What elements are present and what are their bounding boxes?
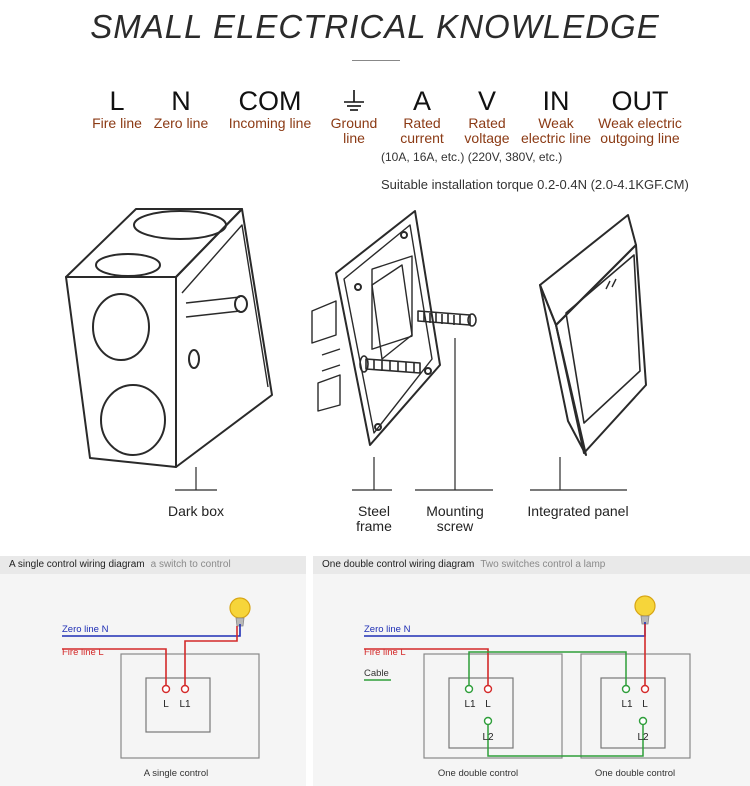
right-terminal-l1-label: L1 xyxy=(621,699,633,710)
symbol-fire-line: L Fire line xyxy=(92,86,142,131)
bulb-icon xyxy=(634,595,656,625)
panel-heading: One double control wiring diagram xyxy=(322,559,475,570)
symbol-desc: Weak xyxy=(538,115,574,131)
exploded-view-illustration xyxy=(65,208,647,491)
installation-torque-note: Suitable installation torque 0.2-0.4N (2… xyxy=(381,177,689,192)
double-control-caption-right: One double control xyxy=(595,768,675,779)
symbol-rated-voltage: V Rated voltage xyxy=(459,86,515,146)
symbol-desc: Fire line xyxy=(92,115,142,131)
symbol-ground-line: Ground line xyxy=(329,86,379,146)
double-control-wiring: Zero line N Fire line L Cable L1 L L2 L1… xyxy=(364,595,691,779)
single-control-caption: A single control xyxy=(144,768,208,779)
ground-icon xyxy=(329,86,379,116)
part-label-steel-frame: Steel frame xyxy=(344,504,404,534)
part-label-line: screw xyxy=(436,518,474,534)
right-terminal-l2-label: L2 xyxy=(637,732,649,743)
page-title: SMALL ELECTRICAL KNOWLEDGE xyxy=(90,8,660,45)
right-terminal-l-label: L xyxy=(642,699,648,710)
mounting-screw-drawing xyxy=(359,310,477,374)
terminal-l-label: L xyxy=(163,699,169,710)
panel-subheading: a switch to control xyxy=(150,559,231,570)
symbol-label: N xyxy=(171,86,191,116)
symbol-label: L xyxy=(109,86,125,116)
symbol-desc: electric line xyxy=(520,130,592,146)
terminal-l1-label: L1 xyxy=(179,699,191,710)
single-control-panel: A single control wiring diagram a switch … xyxy=(0,556,306,786)
symbol-zero-line: N Zero line xyxy=(152,86,210,131)
part-label-line: frame xyxy=(356,518,392,534)
title-divider xyxy=(352,60,400,61)
symbol-rated-current: A Rated current xyxy=(394,86,450,146)
symbol-desc: line xyxy=(343,130,365,146)
left-terminal-l2-label: L2 xyxy=(482,732,494,743)
symbol-label: IN xyxy=(542,86,570,116)
symbol-desc: Rated xyxy=(403,115,441,131)
symbol-incoming-line: COM Incoming line xyxy=(225,86,315,131)
symbol-label: A xyxy=(412,86,431,116)
part-label-integrated-panel: Integrated panel xyxy=(527,503,629,519)
symbol-desc: Ground xyxy=(330,115,378,131)
cable-label: Cable xyxy=(364,668,389,679)
panel-heading: A single control wiring diagram xyxy=(9,559,145,570)
symbol-weak-electric-outgoing-line: OUT Weak electric outgoing line xyxy=(594,86,686,146)
single-control-heading: A single control wiring diagram a switch … xyxy=(0,556,306,574)
symbol-desc: Rated xyxy=(468,115,506,131)
part-label-line: Mounting xyxy=(426,503,484,519)
fire-line-label: Fire line L xyxy=(364,647,406,658)
symbol-desc: Zero line xyxy=(153,115,209,131)
part-label-dark-box: Dark box xyxy=(167,503,225,519)
integrated-panel-drawing xyxy=(539,214,647,456)
double-control-panel: One double control wiring diagram Two swi… xyxy=(313,556,750,786)
part-label-mounting-screw: Mounting screw xyxy=(416,504,494,534)
single-control-wiring: Zero line N Fire line L L L1 A single co… xyxy=(62,597,260,779)
left-terminal-l-label: L xyxy=(485,699,491,710)
dark-box-drawing xyxy=(65,208,273,468)
left-terminal-l1-label: L1 xyxy=(464,699,476,710)
symbol-desc: voltage xyxy=(464,130,510,146)
symbol-desc: current xyxy=(400,130,444,146)
symbol-weak-electric-line: IN Weak electric line xyxy=(518,86,594,146)
fire-line-label: Fire line L xyxy=(62,647,104,658)
symbol-desc: Incoming line xyxy=(228,115,312,131)
symbol-desc: Weak electric xyxy=(598,115,682,131)
bulb-icon xyxy=(229,597,251,627)
steel-frame-drawing xyxy=(311,210,441,446)
zero-line-label: Zero line N xyxy=(364,624,411,635)
double-control-heading: One double control wiring diagram Two swi… xyxy=(313,556,750,574)
symbol-label: COM xyxy=(238,86,302,116)
rated-values-note: (10A, 16A, etc.) (220V, 380V, etc.) xyxy=(381,150,563,164)
symbol-label: OUT xyxy=(611,86,669,116)
zero-line-label: Zero line N xyxy=(62,624,109,635)
panel-subheading: Two switches control a lamp xyxy=(480,559,606,570)
double-control-caption-left: One double control xyxy=(438,768,518,779)
part-label-line: Steel xyxy=(358,503,390,519)
symbol-label: V xyxy=(477,86,496,116)
symbol-desc: outgoing line xyxy=(600,130,680,146)
